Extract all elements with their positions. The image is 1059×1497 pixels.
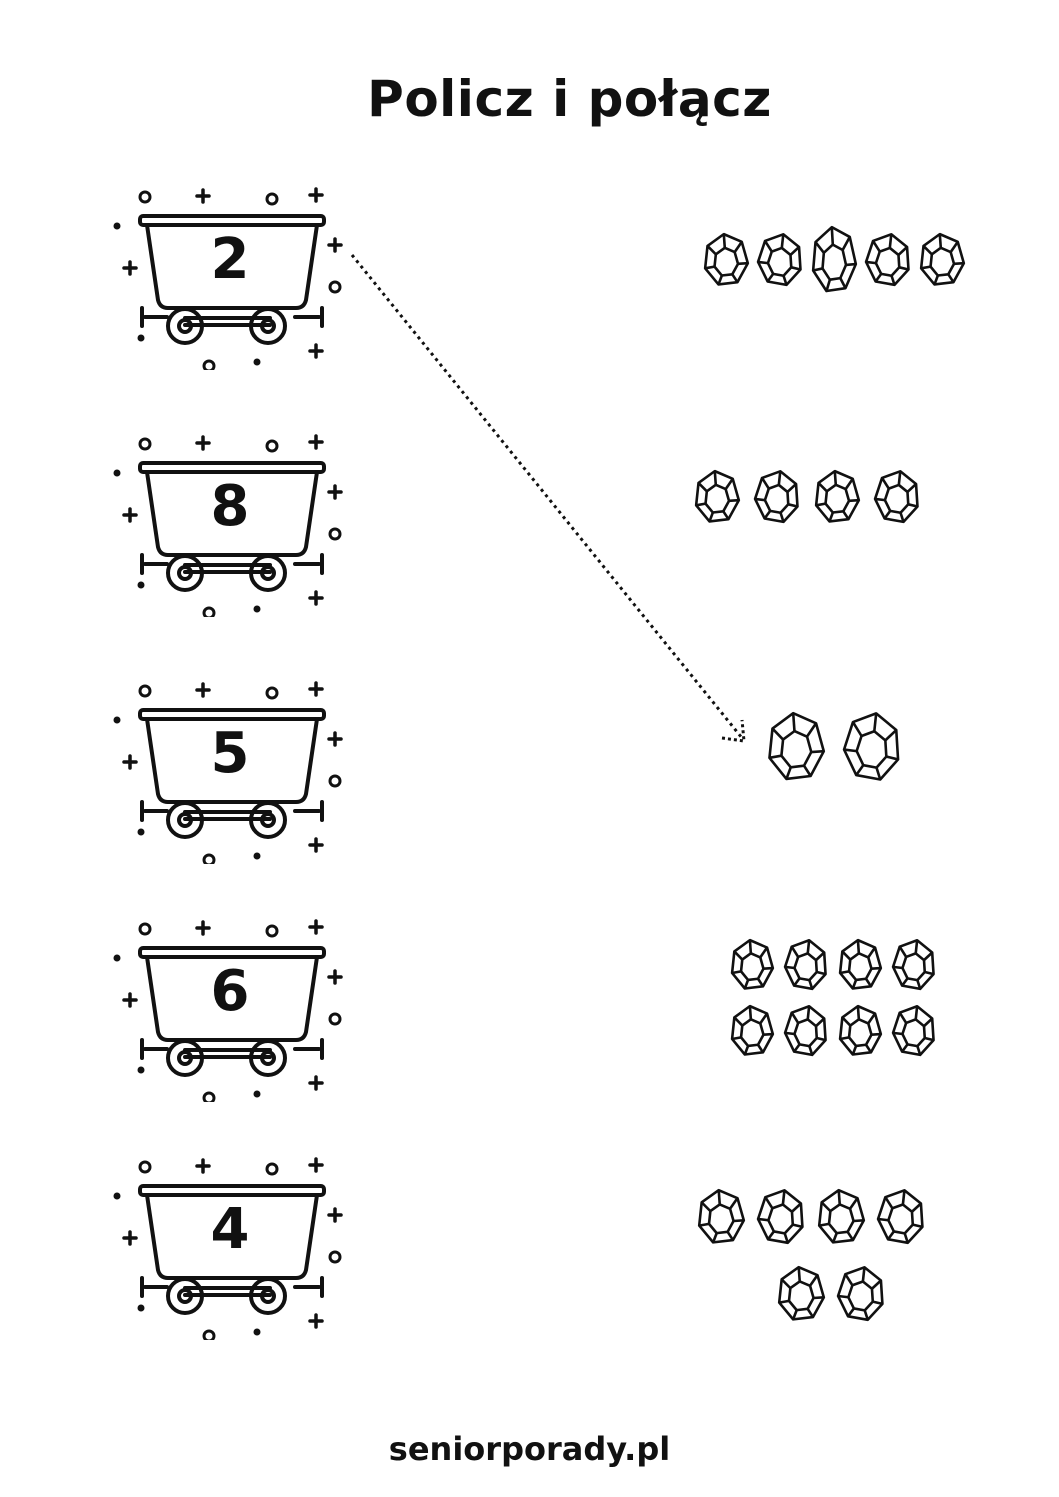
gem-icon (777, 1265, 826, 1321)
gem-icon (817, 1188, 866, 1244)
gem-icon (753, 469, 799, 524)
cart-number: 5 (210, 721, 250, 786)
mine-cart-1[interactable]: 2 (105, 180, 355, 370)
mine-cart-icon (113, 919, 343, 1102)
gem-group-5[interactable] (693, 1185, 943, 1325)
gem-icon (730, 1004, 775, 1056)
cart-number: 6 (210, 959, 250, 1024)
gem-icon (864, 232, 910, 287)
gem-icons (694, 469, 919, 524)
cart-number: 2 (210, 227, 250, 292)
gem-icon (876, 1189, 924, 1245)
gem-icon (703, 232, 750, 286)
gem-icon (756, 232, 802, 287)
gem-icon (768, 711, 826, 781)
gem-icons (730, 938, 935, 1057)
gem-icon (891, 1004, 935, 1057)
gem-icon (756, 1189, 804, 1245)
gem-icon (814, 469, 861, 523)
gem-icon (697, 1188, 746, 1244)
gem-icons (703, 225, 966, 293)
mine-cart-5[interactable]: 4 (105, 1150, 355, 1340)
mine-cart-icon (113, 681, 343, 864)
mine-cart-icon (113, 1157, 343, 1340)
cart-number: 4 (210, 1197, 250, 1262)
gem-group-3[interactable] (762, 705, 922, 790)
mine-cart-2[interactable]: 8 (105, 427, 355, 617)
gem-icon (783, 938, 827, 991)
gem-icons (697, 1188, 924, 1322)
mine-cart-4[interactable]: 6 (105, 912, 355, 1102)
gem-icon (836, 1266, 884, 1322)
gem-icon (730, 938, 775, 990)
worksheet-title: Policz i połącz (367, 70, 772, 128)
gem-icons (768, 711, 900, 781)
gem-icon (842, 712, 900, 781)
arrowhead-icon (721, 719, 746, 743)
gem-icon (694, 469, 741, 523)
gem-icon (919, 232, 966, 286)
mine-cart-icon (113, 434, 343, 617)
gem-group-4[interactable] (728, 935, 948, 1065)
gem-group-1[interactable] (700, 220, 980, 300)
gem-icon (891, 938, 935, 991)
footer-website: seniorporady.pl (388, 1430, 671, 1468)
gem-icon (783, 1004, 827, 1057)
gem-icon (873, 469, 919, 524)
gem-icon (838, 1004, 883, 1056)
gem-group-2[interactable] (693, 462, 943, 532)
gem-icon (838, 938, 883, 990)
mine-cart-icon (113, 187, 343, 370)
cart-number: 8 (210, 474, 250, 539)
mine-cart-3[interactable]: 5 (105, 674, 355, 864)
gem-icon (811, 225, 858, 293)
